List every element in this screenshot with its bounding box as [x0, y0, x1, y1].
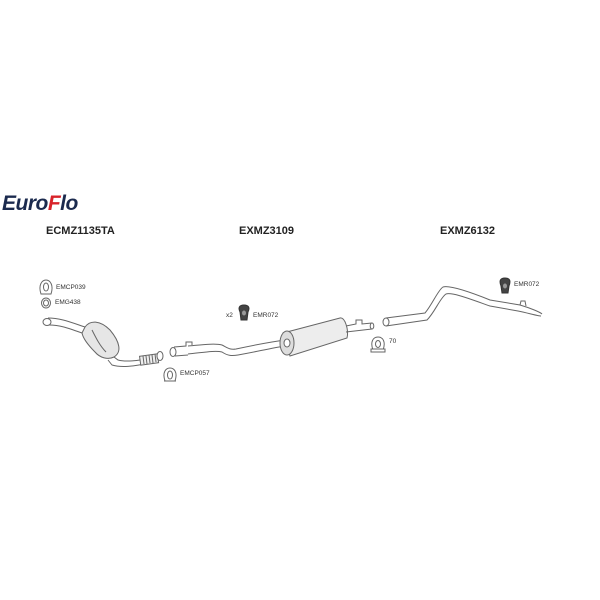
part-qty-emr072: x2	[226, 312, 233, 319]
part-label-emcp057: EMCP057	[180, 370, 210, 377]
section-code-catalyst: ECMZ1135TA	[46, 225, 115, 237]
middle-pipe	[169, 339, 286, 357]
clamp-icon	[163, 367, 177, 382]
rubber-hanger-icon	[499, 277, 511, 294]
section-code-middle-pipe: EXMZ3109	[239, 225, 295, 237]
part-label-emcp039: EMCP039	[56, 284, 86, 291]
part-label-emr072-mid: EMR072	[253, 312, 279, 319]
u-clamp-icon	[370, 336, 386, 353]
euroflo-logo: EuroFlo	[2, 192, 78, 215]
tail-pipe	[382, 286, 543, 327]
part-label-70: 70	[389, 338, 397, 345]
rubber-hanger-icon	[238, 304, 250, 321]
catalytic-converter	[42, 317, 164, 367]
gasket-ring-icon	[41, 297, 51, 309]
part-label-emr072-rear: EMR072	[514, 281, 540, 288]
clamp-icon	[39, 279, 53, 295]
part-label-emg438: EMG438	[55, 299, 81, 306]
section-code-tail-pipe: EXMZ6132	[440, 225, 496, 237]
muffler	[279, 317, 375, 357]
